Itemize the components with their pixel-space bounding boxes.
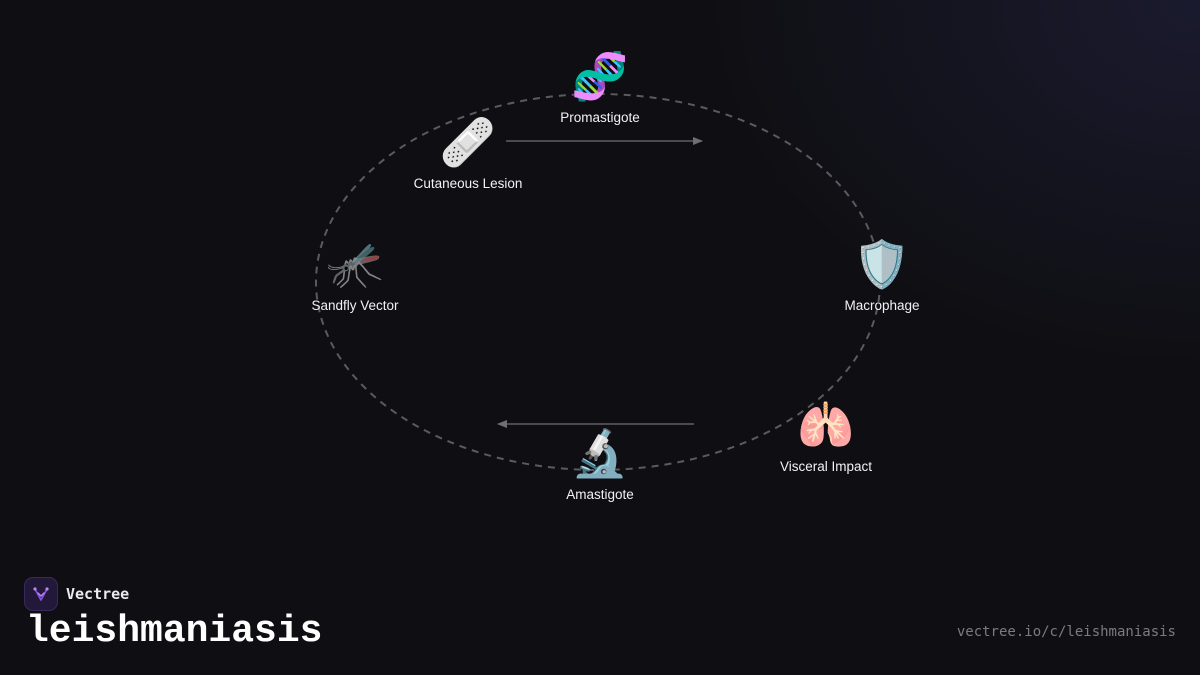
brand-name: Vectree bbox=[66, 585, 130, 603]
node-visceral-impact: 🫁 Visceral Impact bbox=[736, 399, 916, 474]
page-title: leishmaniasis bbox=[26, 610, 323, 653]
node-label: Macrophage bbox=[844, 298, 920, 313]
node-label: Visceral Impact bbox=[779, 459, 873, 474]
mosquito-icon: 🦟 bbox=[326, 237, 384, 291]
node-label: Amastigote bbox=[566, 487, 634, 502]
cycle-ring bbox=[315, 93, 881, 471]
node-macrophage: 🛡️ Macrophage bbox=[792, 238, 972, 313]
node-sandfly-vector: 🦟 Sandfly Vector bbox=[265, 238, 445, 313]
bandage-icon: 🩹 bbox=[439, 115, 497, 169]
brand[interactable]: Vectree bbox=[24, 577, 129, 611]
node-cutaneous-lesion: 🩹 Cutaneous Lesion bbox=[378, 116, 558, 191]
node-label: Cutaneous Lesion bbox=[413, 176, 523, 191]
microscope-icon: 🔬 bbox=[571, 426, 629, 480]
node-label: Promastigote bbox=[560, 110, 640, 125]
node-promastigote: 🧬 Promastigote bbox=[510, 50, 690, 125]
node-label: Sandfly Vector bbox=[311, 298, 399, 313]
lungs-icon: 🫁 bbox=[797, 398, 855, 452]
node-amastigote: 🔬 Amastigote bbox=[510, 427, 690, 502]
vectree-logo-icon bbox=[24, 577, 58, 611]
dna-icon: 🧬 bbox=[571, 49, 629, 103]
source-url[interactable]: vectree.io/c/leishmaniasis bbox=[956, 624, 1176, 640]
shield-icon: 🛡️ bbox=[853, 237, 911, 291]
